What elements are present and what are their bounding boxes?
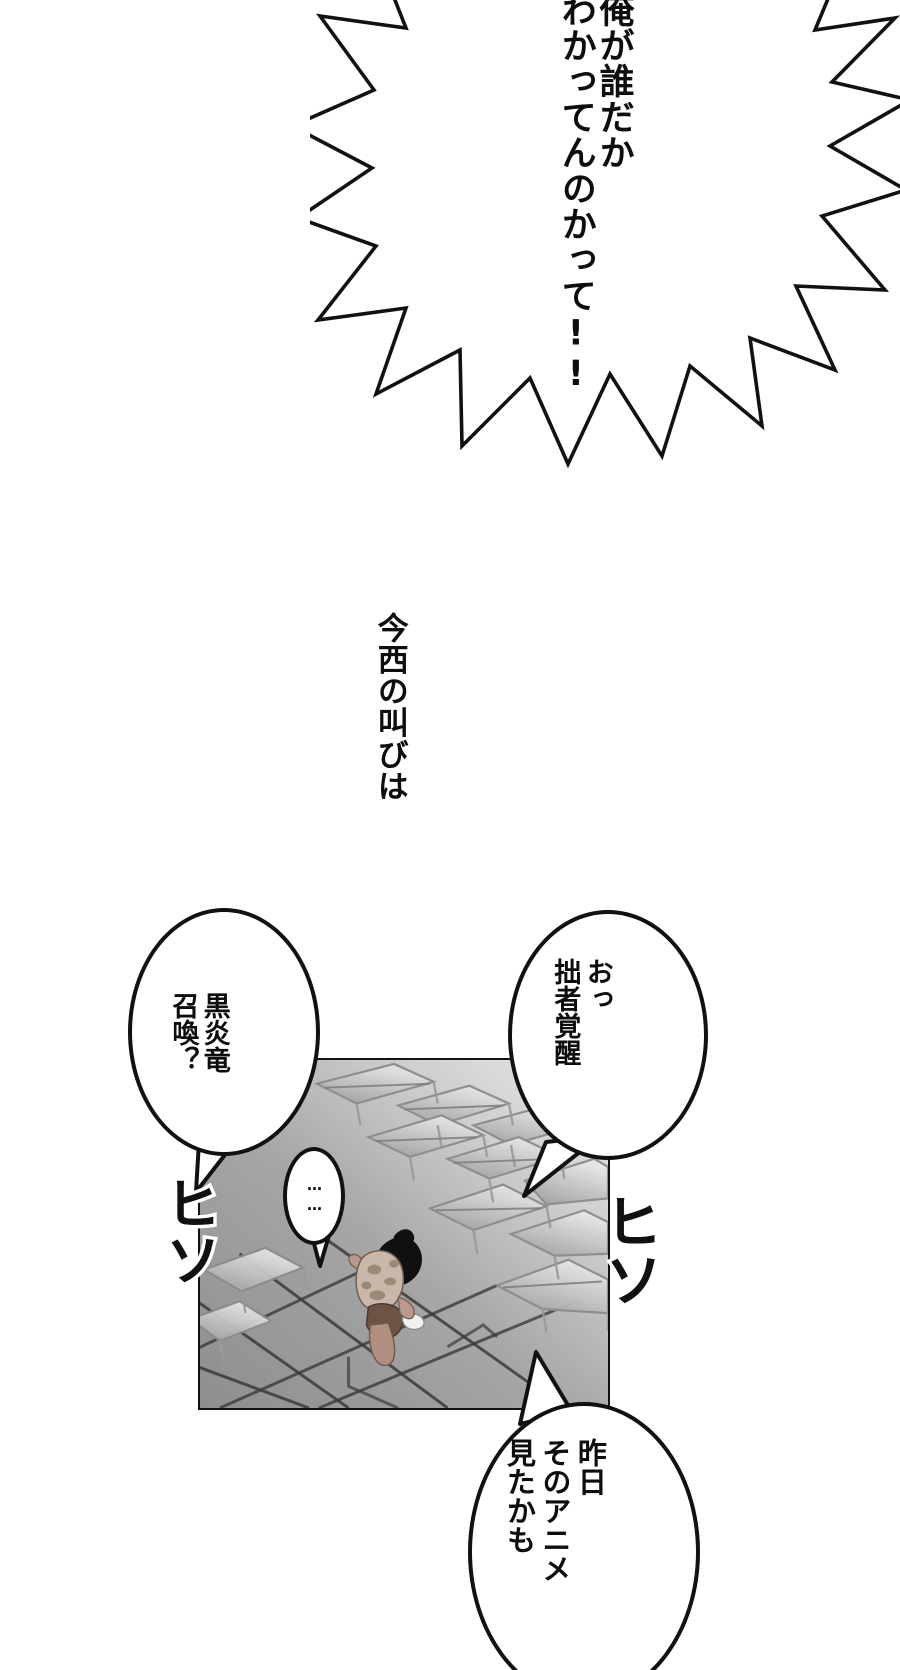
balloon-left-line-2: 召喚？ bbox=[167, 992, 199, 1073]
balloon-right-line-2: 拙者覚醒 bbox=[549, 958, 581, 1066]
sfx-whisper-right-outline: ヒソ bbox=[591, 1189, 666, 1312]
speech-balloon-right-text: おっ 拙者覚醒 bbox=[549, 958, 613, 1066]
sfx-whisper-left: ヒソ bbox=[155, 1175, 221, 1287]
narration-text: 今西の叫びは bbox=[371, 612, 408, 802]
sfx-whisper-right: ヒソ bbox=[594, 1192, 663, 1308]
ellipsis-thought-balloon bbox=[283, 1147, 345, 1245]
shout-line-1: 俺が誰だか bbox=[593, 0, 634, 171]
balloon-left-line-1: 黒炎竜 bbox=[198, 992, 230, 1073]
figure bbox=[348, 1229, 425, 1367]
balloon-right-line-1: おっ bbox=[581, 958, 613, 1012]
balloon-bottom-line-3: 見たかも bbox=[502, 1438, 537, 1554]
speech-balloon-left-text: 黒炎竜 召喚？ bbox=[167, 992, 230, 1073]
shout-line-2: わかってんのかって!! bbox=[555, 0, 596, 395]
shout-balloon-text: 俺が誰だか わかってんのかって!! bbox=[555, 0, 634, 395]
speech-balloon-bottom bbox=[468, 1402, 700, 1670]
speech-balloon-bottom-text: 昨日 そのアニメ 見たかも bbox=[502, 1438, 608, 1583]
balloon-bottom-line-1: 昨日 bbox=[573, 1438, 608, 1496]
balloon-bottom-line-2: そのアニメ bbox=[537, 1438, 572, 1583]
speech-balloon-right bbox=[508, 910, 708, 1160]
